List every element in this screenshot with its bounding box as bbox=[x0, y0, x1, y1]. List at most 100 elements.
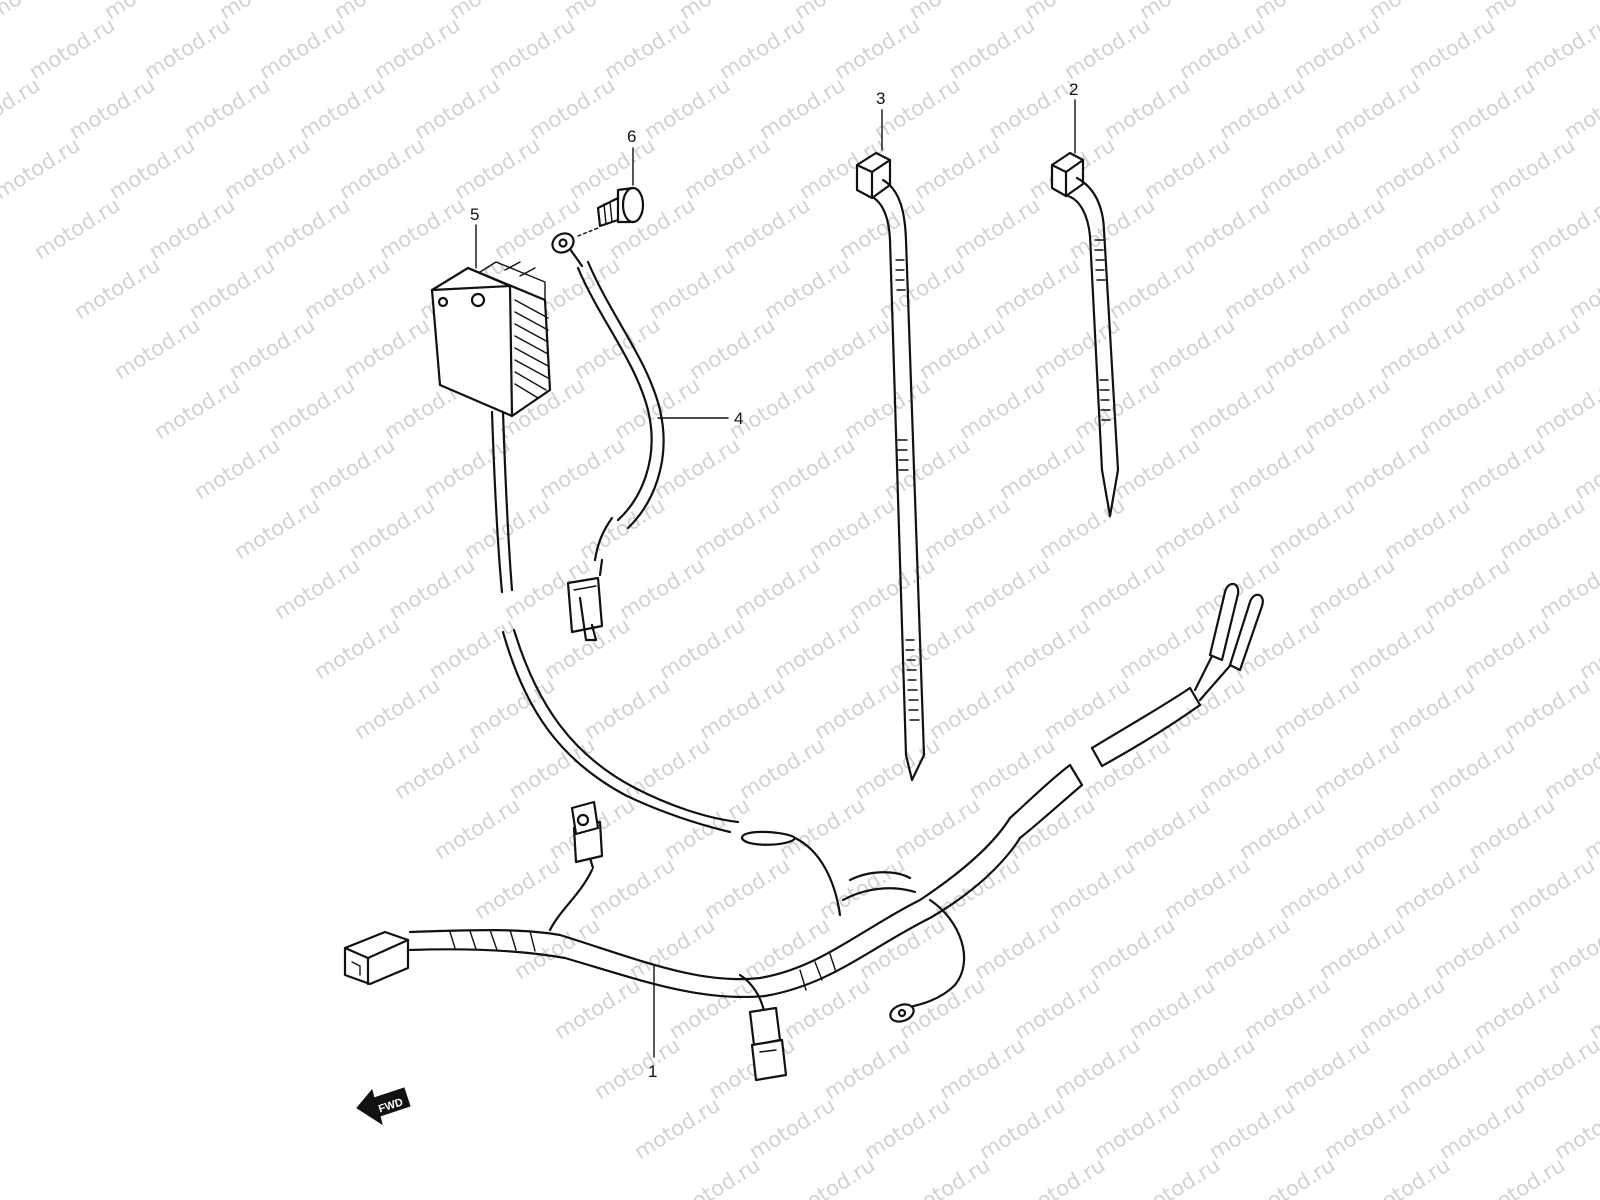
watermark-text: motod.ru bbox=[925, 673, 1019, 744]
watermark-text: motod.ru bbox=[1310, 733, 1404, 804]
watermark-text: motod.ru bbox=[1155, 673, 1249, 744]
watermark-text: motod.ru bbox=[485, 13, 579, 84]
watermark-text: motod.ru bbox=[845, 553, 939, 624]
watermark-text: motod.ru bbox=[1355, 973, 1449, 1044]
watermark-text: motod.ru bbox=[1385, 673, 1479, 744]
watermark-text: motod.ru bbox=[1070, 373, 1164, 444]
watermark-text: motod.ru bbox=[730, 553, 824, 624]
watermark-text: motod.ru bbox=[1375, 313, 1469, 384]
watermark-text: motod.ru bbox=[645, 253, 739, 324]
watermark-text: motod.ru bbox=[300, 253, 394, 324]
watermark-text: motod.ru bbox=[1205, 1093, 1299, 1164]
watermark-text: motod.ru bbox=[600, 13, 694, 84]
watermark-text: motod.ru bbox=[900, 1153, 994, 1200]
regulator[interactable] bbox=[430, 261, 552, 594]
watermark-text: motod.ru bbox=[1015, 1153, 1109, 1200]
watermark-text: motod.ru bbox=[270, 553, 364, 624]
cable-tie-short[interactable] bbox=[1050, 151, 1120, 518]
watermark-text: motod.ru bbox=[490, 193, 584, 264]
watermark-text: motod.ru bbox=[310, 613, 404, 684]
watermark-text: motod.ru bbox=[1590, 1153, 1600, 1200]
watermark-text: motod.ru bbox=[625, 913, 719, 984]
watermark-text: motod.ru bbox=[800, 313, 894, 384]
watermark-text: motod.ru bbox=[100, 0, 194, 24]
watermark-text: motod.ru bbox=[1510, 1033, 1600, 1104]
watermark-text: motod.ru bbox=[1520, 13, 1600, 84]
watermark-text: motod.ru bbox=[1420, 553, 1514, 624]
watermark-text: motod.ru bbox=[1005, 793, 1099, 864]
watermark-text: motod.ru bbox=[905, 0, 999, 24]
watermark-text: motod.ru bbox=[1335, 253, 1429, 324]
watermark-text: motod.ru bbox=[1490, 313, 1584, 384]
watermark-text: motod.ru bbox=[1370, 133, 1464, 204]
watermark-text: motod.ru bbox=[295, 73, 389, 144]
cable-tie-long[interactable] bbox=[855, 151, 926, 782]
watermark-text: motod.ru bbox=[1000, 613, 1094, 684]
watermark-text: motod.ru bbox=[1255, 133, 1349, 204]
watermark-text: motod.ru bbox=[745, 1093, 839, 1164]
watermark-text: motod.ru bbox=[1250, 0, 1344, 24]
watermark-text: motod.ru bbox=[465, 673, 559, 744]
watermark-text: motod.ru bbox=[660, 793, 754, 864]
bolt[interactable] bbox=[577, 186, 645, 237]
watermark-text: motod.ru bbox=[575, 493, 669, 564]
watermark-text: motod.ru bbox=[720, 193, 814, 264]
watermark-text: motod.ru bbox=[375, 193, 469, 264]
watermark-text: motod.ru bbox=[1405, 13, 1499, 84]
wiring-harness[interactable] bbox=[343, 582, 1264, 1082]
watermark-text: motod.ru bbox=[1260, 313, 1354, 384]
watermark-text: motod.ru bbox=[410, 73, 504, 144]
watermark-text: motod.ru bbox=[525, 73, 619, 144]
watermark-text: motod.ru bbox=[945, 13, 1039, 84]
watermark-text: motod.ru bbox=[775, 793, 869, 864]
watermark-text: motod.ru bbox=[1455, 433, 1549, 504]
watermark-text: motod.ru bbox=[590, 1033, 684, 1104]
watermark-text: motod.ru bbox=[655, 613, 749, 684]
lead-wire[interactable] bbox=[549, 230, 665, 642]
watermark-text: motod.ru bbox=[765, 433, 859, 504]
watermark-text: motod.ru bbox=[1445, 73, 1539, 144]
watermark-text: motod.ru bbox=[305, 433, 399, 504]
watermark-text: motod.ru bbox=[1425, 733, 1519, 804]
watermark-text: motod.ru bbox=[430, 793, 524, 864]
watermark-text: motod.ru bbox=[965, 733, 1059, 804]
watermark-text: motod.ru bbox=[1580, 793, 1600, 864]
watermark-text: motod.ru bbox=[1345, 613, 1439, 684]
watermark-text: motod.ru bbox=[880, 433, 974, 504]
watermark-text: motod.ru bbox=[735, 733, 829, 804]
watermark-text: motod.ru bbox=[1585, 973, 1600, 1044]
watermark-text: motod.ru bbox=[685, 313, 779, 384]
watermark-text: motod.ru bbox=[995, 433, 1089, 504]
watermark-text: motod.ru bbox=[930, 853, 1024, 924]
watermark-text: motod.ru bbox=[1235, 793, 1329, 864]
watermark-text: motod.ru bbox=[890, 793, 984, 864]
watermark-text: motod.ru bbox=[180, 73, 274, 144]
watermark-text: motod.ru bbox=[1050, 1033, 1144, 1104]
watermark-text: motod.ru bbox=[700, 853, 794, 924]
watermark-text: motod.ru bbox=[140, 13, 234, 84]
watermark-text: motod.ru bbox=[1530, 373, 1600, 444]
watermark-text: motod.ru bbox=[1315, 913, 1409, 984]
watermark-text: motod.ru bbox=[150, 373, 244, 444]
watermark-text: motod.ru bbox=[615, 553, 709, 624]
watermark-text: motod.ru bbox=[1550, 1093, 1600, 1164]
callout-2: 2 bbox=[1069, 80, 1078, 99]
watermark-text: motod.ru bbox=[65, 73, 159, 144]
watermark-text: motod.ru bbox=[1470, 973, 1564, 1044]
watermark-text: motod.ru bbox=[225, 313, 319, 384]
watermark-text: motod.ru bbox=[1035, 493, 1129, 564]
watermark-text: motod.ru bbox=[1180, 193, 1274, 264]
watermark-text: motod.ru bbox=[675, 0, 769, 24]
watermark-text: motod.ru bbox=[1130, 1153, 1224, 1200]
watermark-text: motod.ru bbox=[1225, 433, 1319, 504]
watermark-text: motod.ru bbox=[835, 193, 929, 264]
watermark-text: motod.ru bbox=[1340, 433, 1434, 504]
watermark-text: motod.ru bbox=[1105, 253, 1199, 324]
watermark-text: motod.ru bbox=[820, 1033, 914, 1104]
watermark-text: motod.ru bbox=[425, 613, 519, 684]
watermark-text: motod.ru bbox=[1295, 193, 1389, 264]
watermark-text: motod.ru bbox=[915, 313, 1009, 384]
watermark-text: motod.ru bbox=[70, 253, 164, 324]
callout-5: 5 bbox=[470, 205, 479, 224]
